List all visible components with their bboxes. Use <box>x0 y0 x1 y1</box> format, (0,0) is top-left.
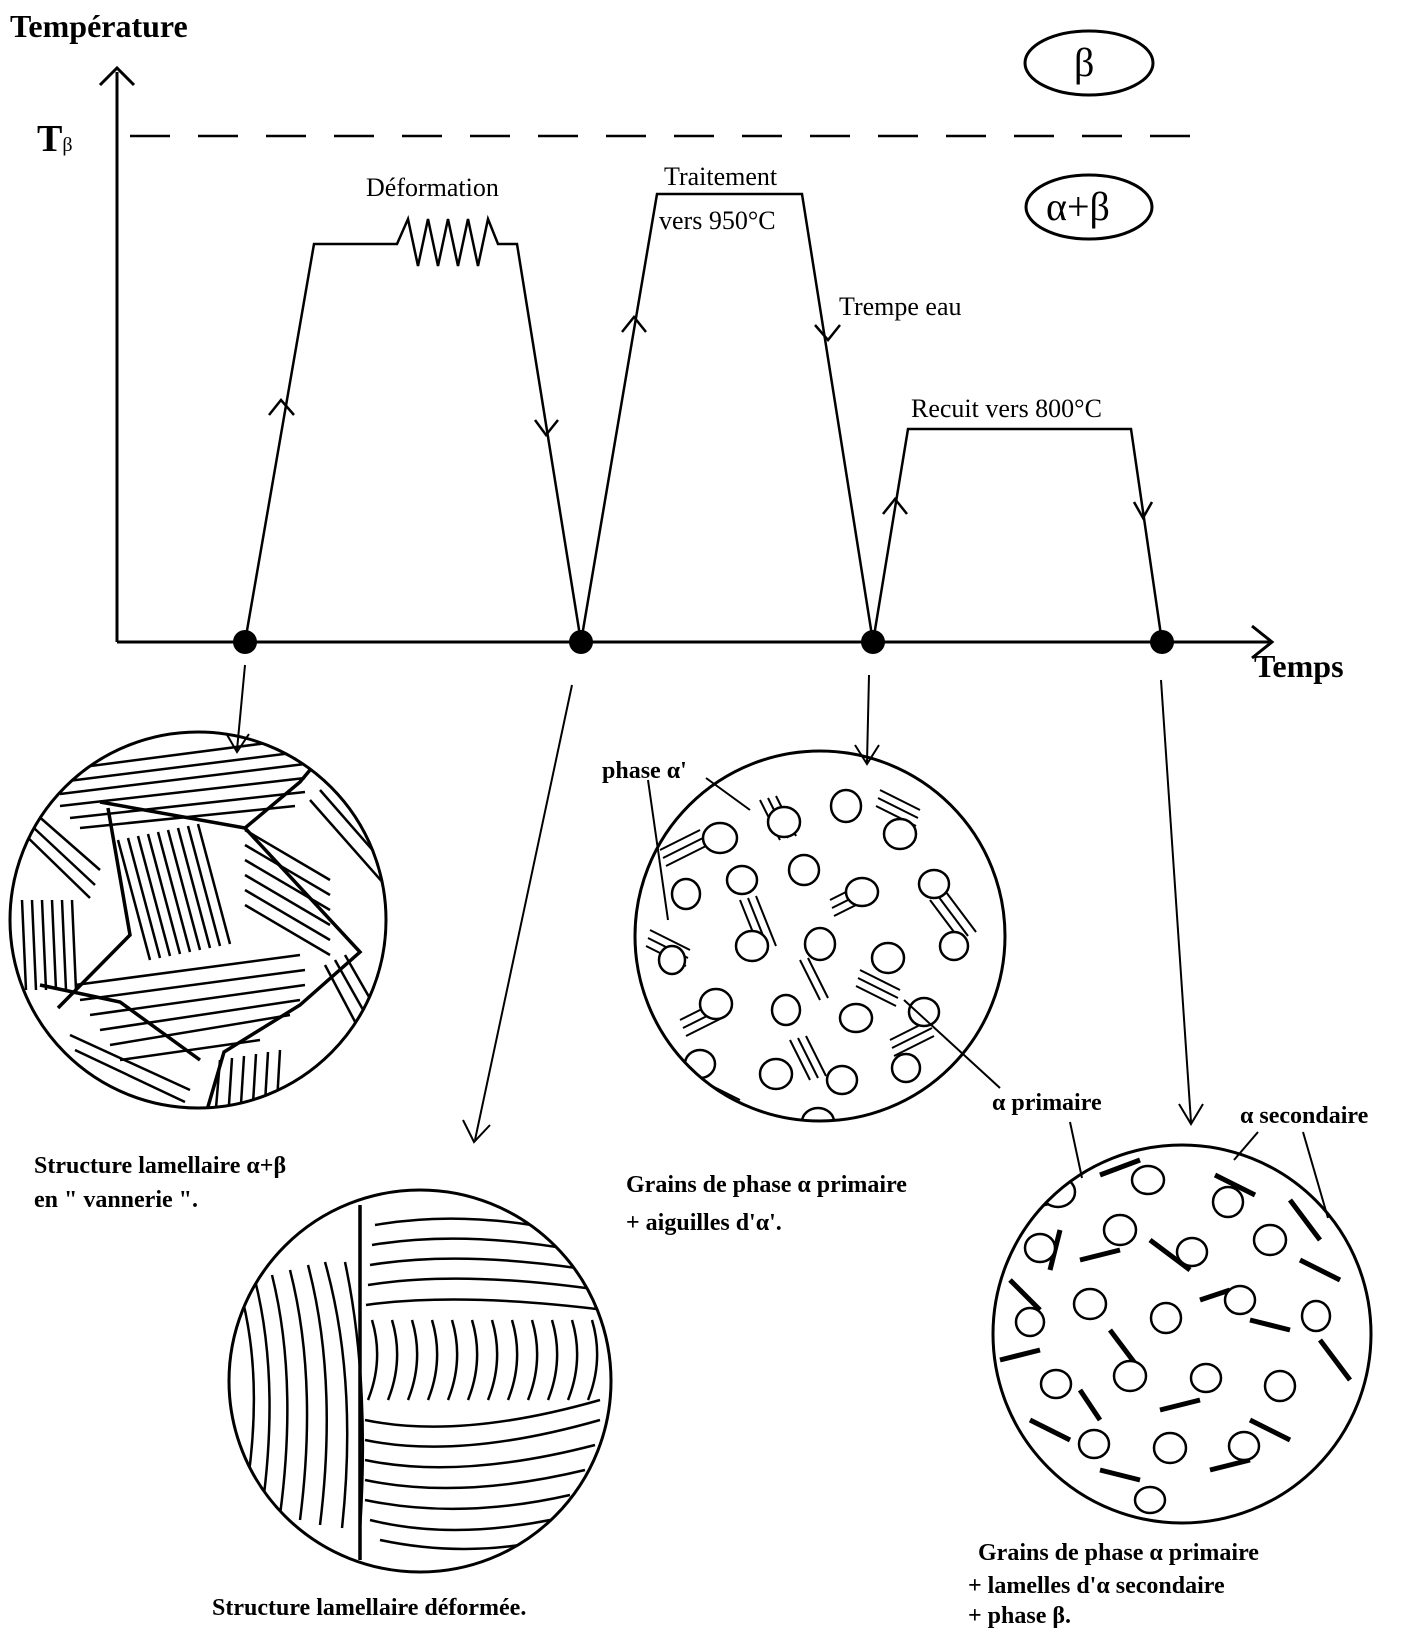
deformation-label: Déformation <box>366 173 499 203</box>
m2-caption: Structure lamellaire déformée. <box>212 1595 526 1623</box>
leader-alpha-secondary-2 <box>1303 1132 1328 1218</box>
alpha-beta-region-label: α+β <box>1046 184 1110 230</box>
lamellae-left <box>20 800 100 990</box>
deformed-lamellae-upper-right <box>366 1219 605 1310</box>
up-arrow-1 <box>269 400 294 415</box>
m4-caption-line2: + lamelles d'α secondaire <box>968 1573 1225 1601</box>
t-beta-label: Tβ <box>37 118 73 162</box>
micrograph-basketweave <box>10 732 395 1134</box>
stage-dot-2 <box>569 630 593 654</box>
deformed-lamellae-middle-right <box>368 1320 597 1400</box>
leader-alpha-prime-1 <box>706 778 750 810</box>
leader-alpha-prime-2 <box>648 780 668 920</box>
lamellae-top <box>60 740 305 828</box>
m1-caption-line2: en " vannerie ". <box>34 1187 198 1215</box>
stage-dot-1 <box>233 630 257 654</box>
lamellae-lower <box>75 955 305 1060</box>
grain-boundaries <box>40 740 360 1134</box>
quench-label: Trempe eau <box>839 292 962 322</box>
m3-alpha-primary-label: α primaire <box>992 1090 1102 1118</box>
m4-alpha-secondary-label: α secondaire <box>1240 1103 1368 1131</box>
micrograph-alpha-secondary <box>993 1122 1371 1523</box>
anneal-label: Recuit vers 800°C <box>911 394 1102 424</box>
t-beta-main: T <box>37 118 62 160</box>
lamellae-center <box>118 824 230 960</box>
down-arrow-2 <box>815 325 840 340</box>
y-axis-label: Température <box>10 8 188 45</box>
deformed-lamellae-lower-right <box>365 1400 600 1549</box>
m3-caption-line2: + aiguilles d'α'. <box>626 1210 782 1238</box>
t-beta-sub: β <box>62 134 72 156</box>
m4-caption-line1: Grains de phase α primaire <box>978 1540 1259 1568</box>
lamellae-right <box>310 780 395 1050</box>
m3-alpha-prime-label: phase α' <box>602 758 687 786</box>
stage-dot-3 <box>861 630 885 654</box>
micrograph-deformed <box>229 1190 611 1572</box>
axes <box>100 68 1272 658</box>
stage-dot-4 <box>1150 630 1174 654</box>
lamellae-center-right <box>245 830 330 955</box>
treatment-label-line1: Traitement <box>664 162 777 192</box>
x-axis-label: Temps <box>1254 648 1344 685</box>
m3-caption-line1: Grains de phase α primaire <box>626 1172 907 1200</box>
treatment-label-line2: vers 950°C <box>659 206 776 236</box>
m1-caption-line1: Structure lamellaire α+β <box>34 1153 286 1181</box>
leader-alpha-primary-4 <box>1070 1122 1082 1178</box>
deformed-lamellae-left <box>240 1262 363 1530</box>
alpha-primary-grains-4 <box>1016 1166 1330 1513</box>
alpha-primary-grains <box>659 790 968 1136</box>
beta-region-label: β <box>1074 40 1094 86</box>
m4-caption-line3: + phase β. <box>968 1603 1071 1631</box>
micrograph-alpha-prime <box>635 751 1005 1136</box>
